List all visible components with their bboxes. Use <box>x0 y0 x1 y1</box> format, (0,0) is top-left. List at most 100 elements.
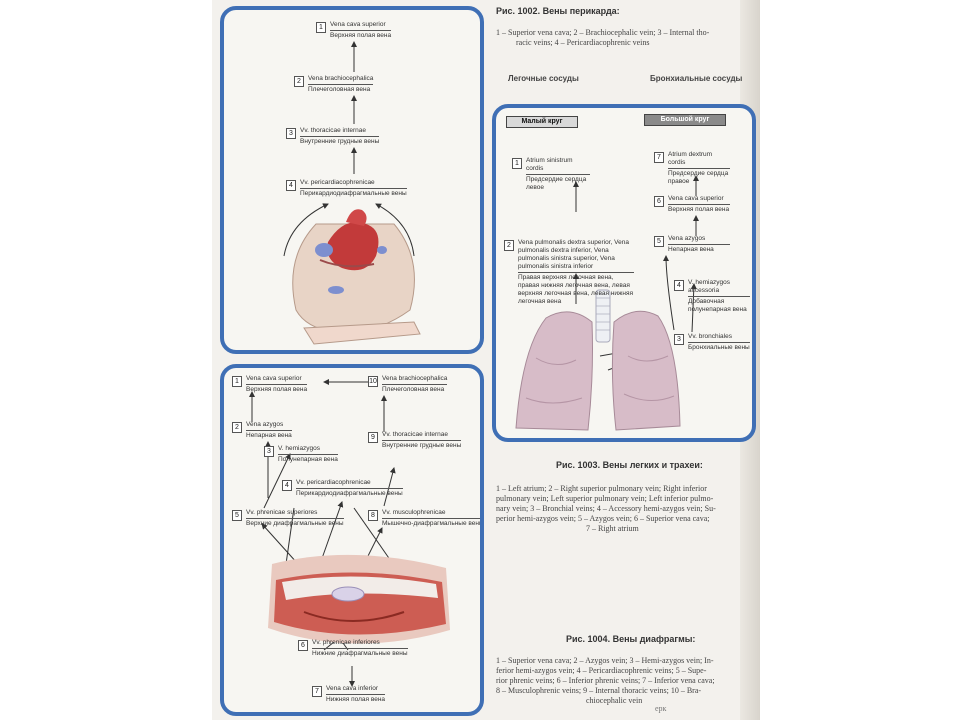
lungs-trachea-illustration <box>515 289 681 431</box>
russian-name: Предсердие сердца правое <box>668 170 729 185</box>
caption-line: pulmonary vein; Left superior pulmonary … <box>496 494 714 503</box>
caption-line: 1 – Superior vena cava; 2 – Azygos vein;… <box>496 656 714 665</box>
f1003-label-2: Vena pulmonalis dextra superior, Vena pu… <box>518 239 634 306</box>
latin-name: V. hemiazygos accessoria <box>688 279 750 297</box>
f1004-number-2: 2 <box>232 422 242 433</box>
caption-line: chiocephalic vein <box>586 696 643 705</box>
f1003-number-2: 2 <box>504 240 514 251</box>
pulmonary-circulation-tab: Малый круг <box>506 116 578 128</box>
pulmonary-vessels-heading: Легочные сосуды <box>508 74 579 83</box>
page-number: ерк <box>655 704 667 713</box>
russian-name: Предсердие сердца левое <box>526 176 587 191</box>
figure-1002-caption: 1 – Superior vena cava; 2 – Brachiocepha… <box>496 28 756 48</box>
latin-name: Vena cava superior <box>668 195 730 205</box>
caption-line: nary vein; 3 – Bronchial veins; 4 – Acce… <box>496 504 716 513</box>
f1004-number-3: 3 <box>264 446 274 457</box>
figure-1003-caption: 1 – Left atrium; 2 – Right superior pulm… <box>496 484 758 534</box>
figure-1002-title: Рис. 1002. Вены перикарда: <box>496 6 620 16</box>
f1003-number-6: 6 <box>654 196 664 207</box>
russian-name: Правая верхняя легочная вена, правая ниж… <box>518 274 633 305</box>
latin-name: Atrium dextrum cordis <box>668 151 730 169</box>
russian-name: Верхние диафрагмальные вены <box>246 520 344 527</box>
figure-1003-title: Рис. 1003. Вены легких и трахеи: <box>556 460 703 470</box>
f1004-number-7: 7 <box>312 686 322 697</box>
f1004-number-9: 9 <box>368 432 378 443</box>
f1003-number-3: 3 <box>674 334 684 345</box>
latin-name: Vv. musculophrenicae <box>382 509 480 519</box>
latin-name: Vena pulmonalis dextra superior, Vena pu… <box>518 239 634 273</box>
latin-name: Vv. thoracicae internae <box>300 127 380 137</box>
latin-name: Vv. pericardiacophrenicae <box>300 179 407 189</box>
diaphragm-illustration <box>268 554 450 644</box>
pericardium-heart-illustration <box>292 209 421 345</box>
russian-name: Добавочная полунепарная вена <box>688 298 747 313</box>
russian-name: Непарная вена <box>246 432 292 439</box>
latin-name: V. hemiazygos <box>278 445 338 455</box>
russian-name: Верхняя полая вена <box>330 32 392 39</box>
russian-name: Плечеголовная вена <box>308 86 371 93</box>
russian-name: Бронхиальные вены <box>688 344 750 351</box>
f1004-number-5: 5 <box>232 510 242 521</box>
caption-line: rior phrenic veins; 6 – Inferior phrenic… <box>496 676 715 685</box>
f1002-number-3: 3 <box>286 128 296 139</box>
f1004-number-6: 6 <box>298 640 308 651</box>
latin-name: Vena cava inferior <box>326 685 386 695</box>
systemic-circulation-tab: Большой круг <box>644 114 726 126</box>
f1003-number-7: 7 <box>654 152 664 163</box>
latin-name: Vena azygos <box>246 421 292 431</box>
figure-1004-arrows <box>249 379 450 687</box>
caption-line: ferior hemi-azygos vein; 4 – Pericardiac… <box>496 666 707 675</box>
figure-1004-caption: 1 – Superior vena cava; 2 – Azygos vein;… <box>496 656 758 706</box>
f1003-number-5: 5 <box>654 236 664 247</box>
f1003-number-4: 4 <box>674 280 684 291</box>
caption-line: 7 – Right atrium <box>586 524 639 533</box>
latin-name: Vv. pericardiacophrenicae <box>296 479 403 489</box>
latin-name: Vv. thoracicae internae <box>382 431 462 441</box>
russian-name: Мышечно-диафрагмальные вены <box>382 520 484 527</box>
latin-name: Vena cava superior <box>246 375 308 385</box>
figure-1003-arrows <box>515 175 699 431</box>
caption-line: 8 – Musculophrenic veins; 9 – Internal t… <box>496 686 702 695</box>
f1004-number-4: 4 <box>282 480 292 491</box>
f1002-number-4: 4 <box>286 180 296 191</box>
russian-name: Нижняя полая вена <box>326 696 386 703</box>
russian-name: Перикардиодиафрагмальные вены <box>300 190 407 197</box>
figure-1002-arrows <box>283 41 421 345</box>
latin-name: Vv. phrenicae superiores <box>246 509 344 519</box>
russian-name: Полунепарная вена <box>278 456 338 463</box>
bronchial-vessels-heading: Бронхиальные сосуды <box>650 74 743 83</box>
caption-line: 1 – Superior vena cava; 2 – Brachiocepha… <box>496 28 710 37</box>
latin-name: Vv. phrenicae inferiores <box>312 639 408 649</box>
f1004-number-1: 1 <box>232 376 242 387</box>
f1002-number-1: 1 <box>316 22 326 33</box>
f1003-number-1: 1 <box>512 158 522 169</box>
caption-line: racic veins; 4 – Pericardiacophrenic vei… <box>516 38 650 47</box>
latin-name: Vv. bronchiales <box>688 333 750 343</box>
russian-name: Плечеголовная вена <box>382 386 445 393</box>
f1002-number-2: 2 <box>294 76 304 87</box>
russian-name: Верхняя полая вена <box>246 386 308 393</box>
latin-name: Vena azygos <box>668 235 730 245</box>
russian-name: Верхняя полая вена <box>668 206 730 213</box>
latin-name: Vena brachiocephalica <box>308 75 374 85</box>
